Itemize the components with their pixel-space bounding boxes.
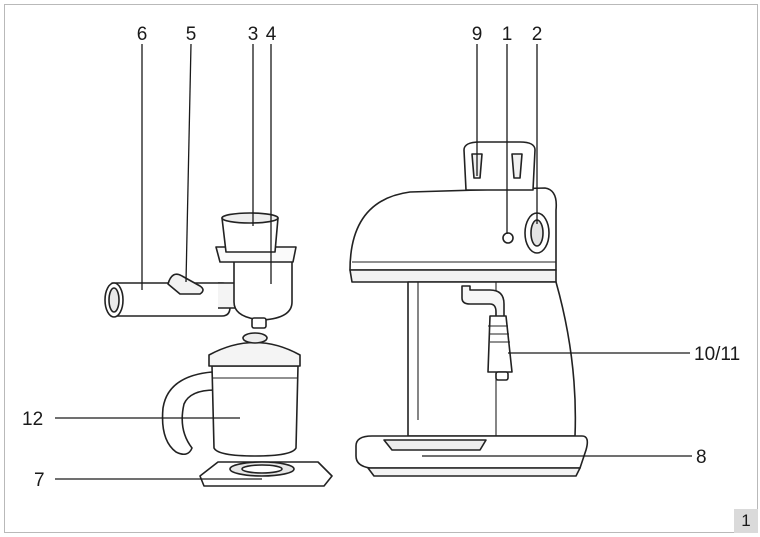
callout-10-11: 10/11 bbox=[694, 344, 740, 365]
steam-wand bbox=[461, 285, 505, 341]
callout-2: 2 bbox=[532, 24, 543, 45]
callout-12: 12 bbox=[22, 409, 43, 430]
callout-3: 3 bbox=[248, 24, 259, 45]
latch bbox=[167, 273, 204, 295]
indicator-light bbox=[502, 232, 514, 244]
carafe bbox=[161, 332, 301, 457]
callout-8: 8 bbox=[696, 447, 707, 468]
callout-7: 7 bbox=[34, 470, 45, 491]
carafe-body bbox=[211, 365, 299, 457]
callout-1: 1 bbox=[502, 24, 513, 45]
callout-9: 9 bbox=[472, 24, 483, 45]
leader-lines bbox=[55, 43, 692, 480]
carafe-lid bbox=[208, 341, 301, 367]
drip-grid bbox=[199, 461, 333, 487]
portafilter bbox=[104, 212, 297, 329]
machine bbox=[349, 141, 589, 477]
callout-5: 5 bbox=[186, 24, 197, 45]
frothing-nozzle bbox=[487, 315, 513, 373]
figure-frame bbox=[4, 4, 758, 533]
callout-6: 6 bbox=[137, 24, 148, 45]
handle bbox=[111, 282, 231, 317]
callout-4: 4 bbox=[266, 24, 277, 45]
top-housing bbox=[349, 187, 558, 271]
carafe-handle bbox=[161, 371, 216, 456]
portafilter-body bbox=[233, 253, 293, 321]
page-number-badge: 1 bbox=[734, 509, 758, 533]
